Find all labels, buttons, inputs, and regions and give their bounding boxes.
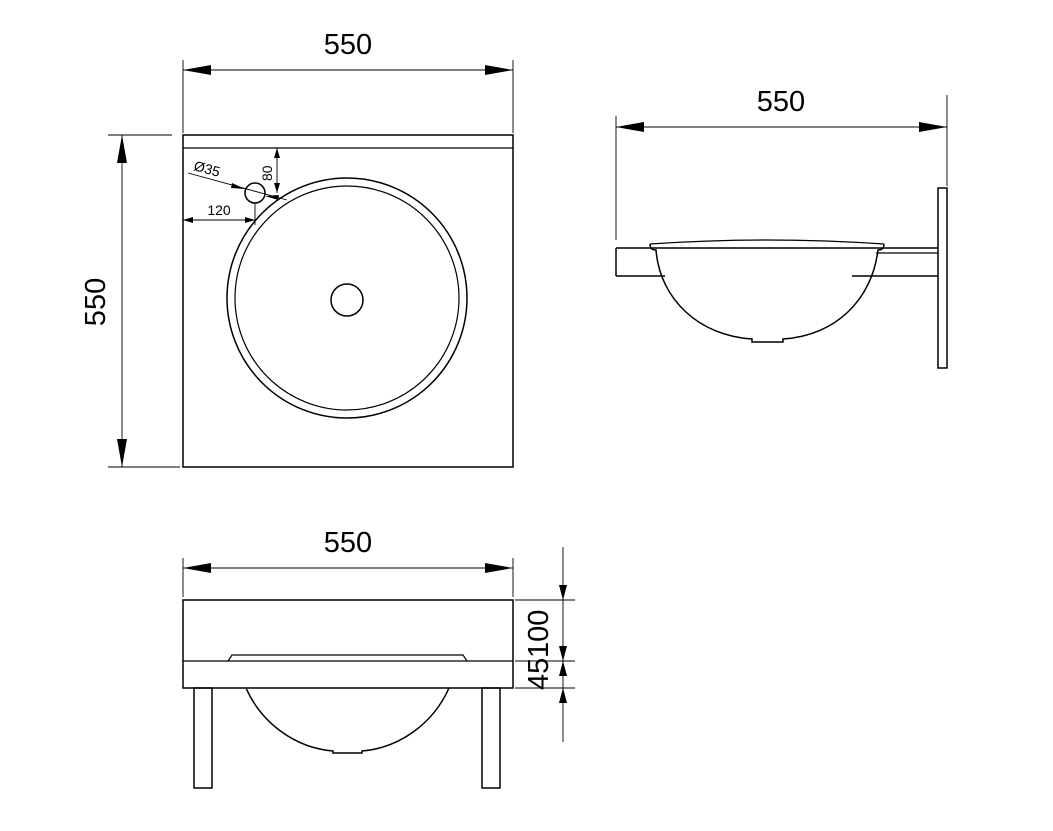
front-height-arrow-bottom [559, 688, 567, 703]
top-width-label: 550 [324, 29, 372, 61]
front-recess [227, 654, 468, 662]
front-height-arrow-mid-upper [559, 646, 567, 661]
top-width-arrow-left [183, 65, 211, 75]
front-bowl-outline [245, 687, 450, 754]
wall-bracket [937, 187, 948, 369]
side-bowl-rim [649, 239, 885, 245]
hole-top-label: 80 [259, 165, 275, 181]
top-view: 550 550 Ø35 80 120 [80, 29, 514, 468]
side-width-label: 550 [757, 86, 805, 118]
hole-top-arrow-bottom [274, 183, 280, 193]
top-height-arrow-top [117, 135, 127, 163]
basin-outer-rim [226, 177, 468, 419]
side-width-arrow-right [919, 122, 947, 132]
side-width-arrow-left [616, 122, 644, 132]
side-view: 550 [615, 86, 948, 369]
drain-hole [330, 283, 364, 317]
hole-diameter-arrow-b [265, 195, 279, 200]
top-height-arrow-bottom [117, 439, 127, 467]
front-width-arrow-left [183, 563, 211, 573]
front-height-arrow-top [559, 585, 567, 600]
top-view-outline [182, 134, 514, 468]
basin-inner-rim [234, 185, 460, 411]
front-slab-outline [182, 599, 514, 689]
hole-side-label: 120 [207, 202, 231, 218]
front-leg-left [193, 687, 213, 789]
front-leg-right [481, 687, 501, 789]
hole-diameter-arrow-a [231, 183, 245, 189]
hole-diameter-label: Ø35 [192, 157, 222, 179]
hole-side-arrow-right [245, 217, 255, 223]
front-lower-label: 45 [523, 658, 555, 690]
hole-top-arrow-top [274, 148, 280, 158]
front-height-label: 100 [523, 610, 555, 658]
front-width-arrow-right [485, 563, 513, 573]
side-bowl-outline [649, 243, 885, 343]
hole-side-arrow-left [183, 217, 193, 223]
front-height-arrow-mid-lower [559, 661, 567, 676]
front-width-label: 550 [324, 527, 372, 559]
front-view: 550 100 45 [182, 527, 575, 789]
top-height-label: 550 [80, 278, 112, 326]
top-width-arrow-right [485, 65, 513, 75]
